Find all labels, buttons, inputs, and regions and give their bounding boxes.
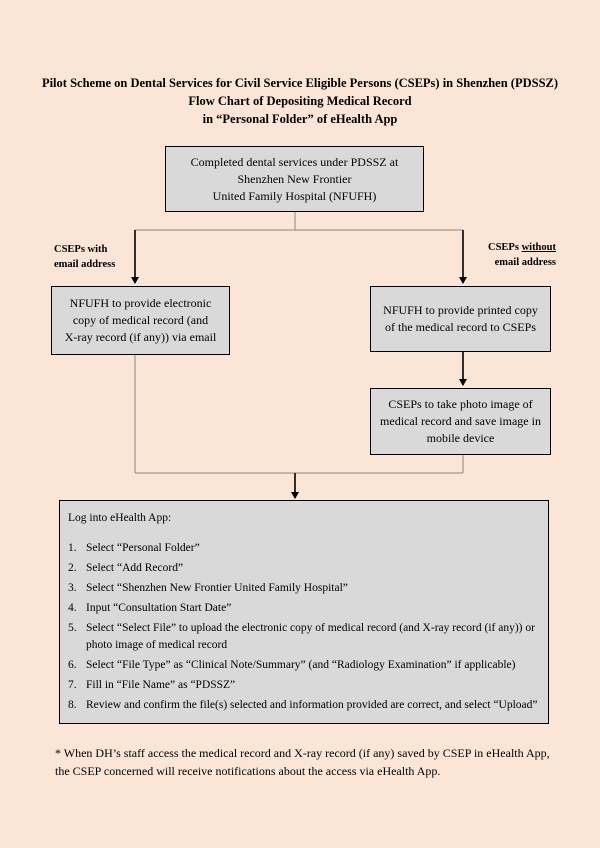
branch-label-with-email-line-2: email address (54, 259, 116, 270)
left-box-line-2: copy of medical record (and (72, 313, 209, 327)
step-number: 8. (68, 699, 77, 711)
step-text: Select “Personal Folder” (86, 542, 200, 554)
branch-label-without-email-line-2: email address (494, 257, 556, 268)
step-text: Select “Select File” to upload the elect… (86, 622, 535, 651)
left-box: NFUFH to provide electronic copy of medi… (51, 286, 230, 355)
step-number: 2. (68, 562, 77, 574)
page-title: Pilot Scheme on Dental Services for Civi… (0, 74, 600, 128)
start-box: Completed dental services under PDSSZ at… (165, 146, 424, 212)
right-box: NFUFH to provide printed copy of the med… (370, 286, 551, 352)
step-item: 5. Select “Select File” to upload the ele… (68, 620, 538, 654)
start-box-line-3: United Family Hospital (NFUFH) (212, 188, 377, 203)
step-item: 7. Fill in “File Name” as “PDSSZ” (68, 677, 538, 694)
title-line-1: Pilot Scheme on Dental Services for Civi… (41, 76, 559, 90)
step-item: 2. Select “Add Record” (68, 560, 538, 577)
photo-box-line-1: CSEPs to take photo image of (388, 397, 533, 411)
step-number: 5. (68, 622, 77, 634)
step-text: Fill in “File Name” as “PDSSZ” (86, 679, 236, 691)
photo-box: CSEPs to take photo image of medical rec… (370, 388, 551, 455)
step-number: 6. (68, 659, 77, 671)
step-text: Select “Add Record” (86, 562, 184, 574)
step-text: Review and confirm the file(s) selected … (86, 699, 538, 711)
footnote: * When DH’s staff access the medical rec… (55, 746, 550, 778)
steps-box: Log into eHealth App: 1. Select “Personal… (59, 500, 549, 724)
step-number: 3. (68, 582, 77, 594)
photo-box-line-3: mobile device (426, 431, 495, 445)
start-box-line-2: Shenzhen New Frontier (237, 171, 352, 186)
title-line-3: in “Personal Folder” of eHealth App (202, 112, 398, 126)
branch-label-without-email-line-1: CSEPs without (488, 242, 556, 253)
step-number: 1. (68, 542, 77, 554)
step-item: 1. Select “Personal Folder” (68, 540, 538, 557)
without-emphasis: without (521, 242, 556, 253)
step-text: Input “Consultation Start Date” (86, 602, 232, 614)
steps-heading: Log into eHealth App: (68, 512, 172, 524)
branch-label-with-email: CSEPs with email address (54, 242, 115, 272)
step-number: 4. (68, 602, 77, 614)
step-text: Select “File Type” as “Clinical Note/Sum… (86, 659, 516, 671)
left-box-line-3: X-ray record (if any)) via email (64, 330, 217, 344)
step-item: 6. Select “File Type” as “Clinical Note/S… (68, 657, 538, 674)
right-box-line-2: of the medical record to CSEPs (385, 320, 536, 334)
photo-box-line-2: medical record and save image in (380, 414, 541, 428)
right-box-line-1: NFUFH to provide printed copy (383, 303, 538, 317)
step-number: 7. (68, 679, 77, 691)
title-line-2: Flow Chart of Depositing Medical Record (188, 94, 412, 108)
branch-label-without-email: CSEPs without email address (470, 240, 556, 270)
left-box-line-1: NFUFH to provide electronic (69, 296, 212, 310)
step-item: 8. Review and confirm the file(s) selecte… (68, 697, 538, 714)
start-box-line-1: Completed dental services under PDSSZ at (190, 154, 399, 169)
branch-label-with-email-line-1: CSEPs with (54, 244, 108, 255)
step-item: 3. Select “Shenzhen New Frontier United F… (68, 580, 538, 597)
step-text: Select “Shenzhen New Frontier United Fam… (86, 582, 348, 594)
step-item: 4. Input “Consultation Start Date” (68, 600, 538, 617)
